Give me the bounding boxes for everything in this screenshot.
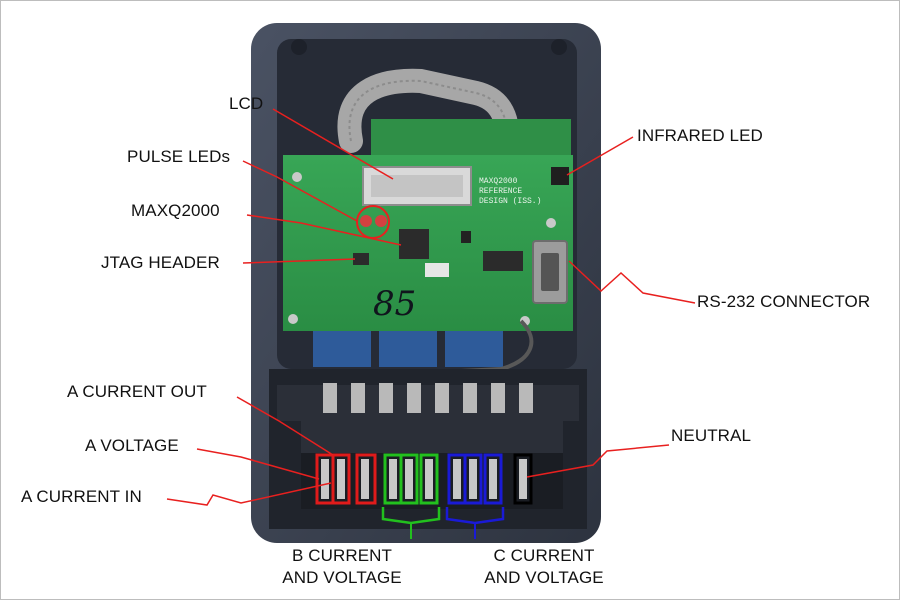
relays — [313, 319, 534, 375]
pcb-silkscreen-line: DESIGN (ISS.) — [479, 197, 541, 206]
callout-lines — [166, 108, 696, 506]
pcb-board: MAXQ2000 REFERENCE DESIGN (ISS.) 85 — [283, 155, 573, 331]
infrared-led-leader — [566, 136, 634, 176]
a-current-out-leader — [236, 396, 334, 456]
rs232-connector-label: RS-232 CONNECTOR — [697, 292, 871, 311]
maxq2000-label: MAXQ2000 — [131, 201, 220, 220]
jtag-header-leader — [242, 258, 356, 264]
infrared-led — [551, 167, 569, 185]
terminal-block — [269, 369, 587, 539]
infrared-led-label: INFRARED LED — [637, 126, 763, 145]
pulse-leds-label: PULSE LEDs — [127, 147, 231, 166]
jtag-header — [353, 253, 369, 265]
b-current-label: B CURRENT AND VOLTAGE — [267, 546, 417, 588]
c-current-label-line1: C CURRENT — [493, 546, 595, 565]
maxq2000-leader — [246, 214, 402, 246]
a-current-out-label: A CURRENT OUT — [67, 382, 207, 401]
a-current-in-label: A CURRENT IN — [21, 487, 142, 506]
pcb-silkscreen-line: MAXQ2000 — [479, 177, 518, 186]
lcd-leader — [272, 108, 394, 180]
a-voltage-leader — [196, 448, 320, 480]
neutral-leader — [526, 444, 670, 478]
handwritten-number: 85 — [373, 284, 416, 324]
pulse-led — [375, 215, 387, 227]
pulse-led — [360, 215, 372, 227]
jtag-header-label: JTAG HEADER — [101, 253, 220, 272]
rs232-leader — [568, 260, 696, 304]
pcb-silkscreen-line: REFERENCE — [479, 187, 522, 196]
maxq2000-chip — [399, 229, 429, 259]
a-current-out-terminal — [355, 453, 377, 505]
a-voltage-label: A VOLTAGE — [85, 436, 179, 455]
neutral-label: NEUTRAL — [671, 426, 752, 445]
a-current-in-leader — [166, 482, 332, 506]
a-voltage-terminal — [331, 453, 351, 505]
c-current-label-line2: AND VOLTAGE — [484, 568, 604, 587]
lcd-label: LCD — [229, 94, 264, 113]
neutral-terminal — [513, 453, 533, 505]
c-current-label: C CURRENT AND VOLTAGE — [469, 546, 619, 588]
b-current-label-line2: AND VOLTAGE — [282, 568, 402, 587]
pulse-leds-leader — [242, 160, 358, 222]
b-current-label-line1: B CURRENT — [291, 546, 393, 565]
